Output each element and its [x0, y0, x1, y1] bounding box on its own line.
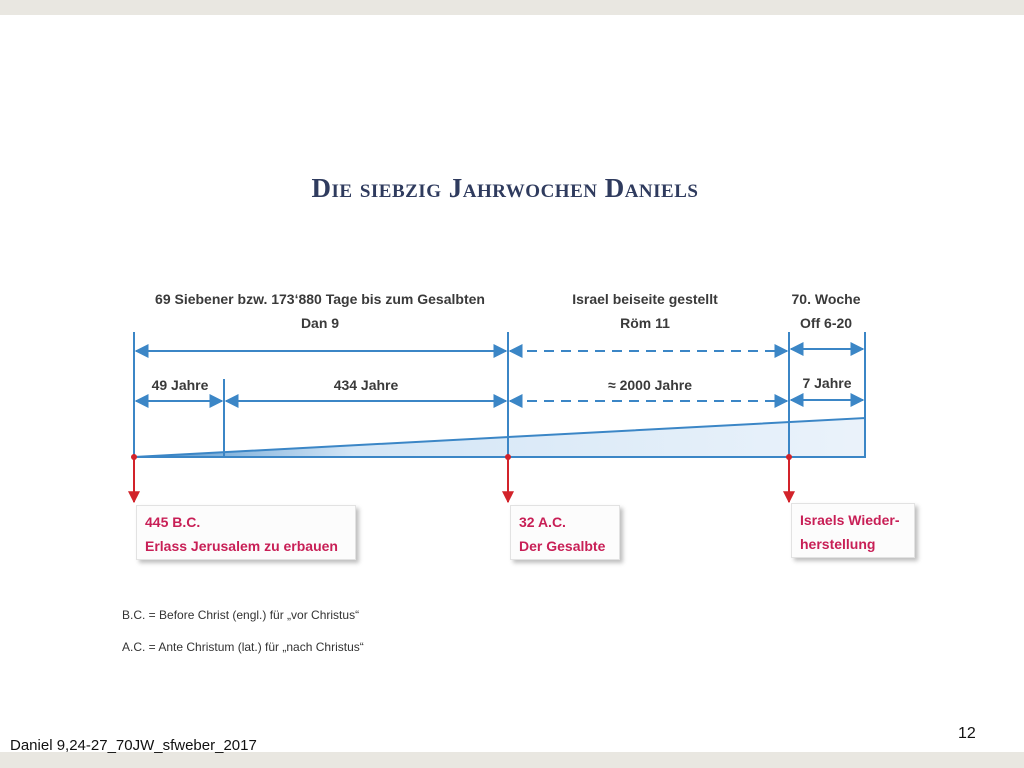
- note-bc: B.C. = Before Christ (engl.) für „vor Ch…: [122, 608, 360, 622]
- section-label-israel-line1: Israel beiseite gestellt: [572, 291, 718, 307]
- span-label-2000-years: ≈ 2000 Jahre: [608, 377, 692, 393]
- section-label-69-weeks: 69 Siebener bzw. 173‘880 Tage bis zum Ge…: [140, 287, 500, 335]
- span-label-49-years: 49 Jahre: [151, 377, 209, 393]
- event-box-32ac: 32 A.C. Der Gesalbte: [510, 505, 620, 560]
- section-label-70th-week-line2: Off 6-20: [799, 315, 853, 331]
- section-label-69-weeks-line2: Dan 9: [300, 315, 340, 331]
- timeline-wedge: [133, 416, 866, 458]
- event-box-restoration: Israels Wieder- herstellung: [791, 503, 915, 558]
- event-445bc-desc: Erlass Jerusalem zu erbauen: [145, 538, 338, 554]
- page-number: 12: [958, 725, 976, 742]
- section-label-69-weeks-line1: 69 Siebener bzw. 173‘880 Tage bis zum Ge…: [155, 291, 485, 307]
- timeline-diagram: [128, 332, 866, 504]
- event-32ac-desc: Der Gesalbte: [519, 538, 606, 554]
- event-restoration-line1: Israels Wieder-: [800, 512, 900, 528]
- event-445bc-date: 445 B.C.: [145, 514, 201, 530]
- section-label-israel-set-aside: Israel beiseite gestellt Röm 11: [530, 287, 760, 335]
- section-label-70th-week-line1: 70. Woche: [791, 291, 861, 307]
- slide: Die siebzig Jahrwochen Daniels: [0, 15, 1024, 754]
- event-32ac-date: 32 A.C.: [519, 514, 566, 530]
- slide-title: Die siebzig Jahrwochen Daniels: [311, 173, 699, 203]
- event-box-445bc: 445 B.C. Erlass Jerusalem zu erbauen: [136, 505, 356, 560]
- span-label-7-years: 7 Jahre: [802, 375, 852, 391]
- event-dot-restoration: [786, 454, 792, 460]
- event-dot-445bc: [131, 454, 137, 460]
- event-restoration-line2: herstellung: [800, 536, 876, 552]
- footer-text: Daniel 9,24-27_70JW_sfweber_2017: [10, 737, 257, 754]
- section-label-70th-week: 70. Woche Off 6-20: [776, 287, 876, 335]
- section-label-israel-line2: Röm 11: [620, 315, 670, 331]
- note-ac: A.C. = Ante Christum (lat.) für „nach Ch…: [122, 640, 364, 654]
- span-label-434-years: 434 Jahre: [333, 377, 399, 393]
- event-dot-32ac: [505, 454, 511, 460]
